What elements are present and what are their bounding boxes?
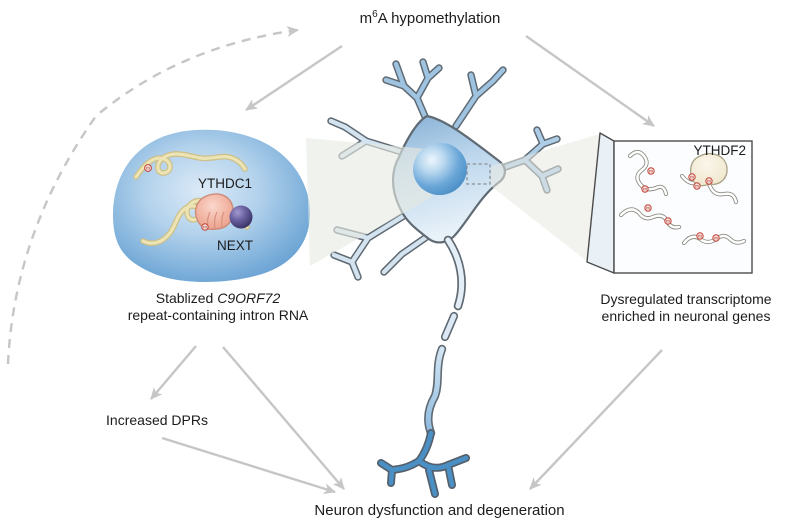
next-label: NEXT <box>217 238 254 253</box>
stabilized-intron-caption: Stablized C9ORF72 repeat-containing intr… <box>83 290 353 323</box>
nucleus-zoom-blob: m m <box>112 129 311 282</box>
arrow-m6a-to-nucleus <box>245 45 343 111</box>
svg-text:m: m <box>649 169 653 174</box>
zoom-beam-right <box>491 134 600 262</box>
svg-text:m: m <box>643 187 647 192</box>
zoom-region-square <box>466 163 491 185</box>
m6a-rest: A hypomethylation <box>377 10 501 27</box>
svg-text:m: m <box>707 179 711 184</box>
gene-name: C9ORF72 <box>217 290 281 306</box>
m6a-hypomethylation-label: m6A hypomethylation <box>330 9 530 27</box>
arrow-dprs-to-dysfunction <box>161 436 336 494</box>
mrna-strands <box>618 149 747 246</box>
arrow-m6a-to-cytoplasm <box>525 35 655 127</box>
svg-text:m: m <box>695 184 699 189</box>
stabilized-caption-line2: repeat-containing intron RNA <box>127 306 309 323</box>
m6a-superscript: 6 <box>372 9 378 20</box>
dysregulated-transcriptome-caption: Dysregulated transcriptome enriched in n… <box>566 291 800 324</box>
svg-text:m: m <box>203 225 207 230</box>
intron-rna-strand-1 <box>133 151 248 180</box>
svg-text:m: m <box>666 219 670 224</box>
m6a-mark: m <box>201 223 209 231</box>
stabilized-caption-line1: Stablized C9ORF72 <box>155 290 281 306</box>
svg-text:m: m <box>690 175 694 180</box>
dysregulated-caption-line2: enriched in neuronal genes <box>601 307 771 324</box>
dysregulated-caption-line1: Dysregulated transcriptome <box>600 291 772 307</box>
next-complex-sphere <box>229 205 253 229</box>
cytoplasm-zoom-box: m m m m m m m m m <box>586 132 753 274</box>
arrow-intron-to-dprs <box>150 345 197 400</box>
ythdf2-label: YTHDF2 <box>693 143 746 158</box>
svg-text:m: m <box>146 166 150 171</box>
zoom-beam-left <box>306 138 432 266</box>
axon-terminal <box>377 429 470 498</box>
ythdf2-protein <box>689 153 728 187</box>
axon <box>424 235 466 438</box>
ythdc1-protein <box>194 193 234 231</box>
arrow-transcriptome-to-dysfunction <box>529 349 663 490</box>
neuron-nucleus <box>413 142 467 196</box>
svg-text:m: m <box>646 206 650 211</box>
arrow-intron-to-dysfunction <box>222 346 345 490</box>
svg-text:m: m <box>714 236 718 241</box>
neuron-dysfunction-label: Neuron dysfunction and degeneration <box>314 502 565 519</box>
m6a-mark: m <box>144 164 152 172</box>
m6a-marks-box: m m m m m m m m m <box>641 167 720 242</box>
increased-dprs-label: Increased DPRs <box>106 412 208 428</box>
neuron <box>327 58 562 498</box>
m6a-base: m <box>359 10 373 27</box>
box-front-face <box>613 140 753 274</box>
svg-text:m: m <box>698 234 702 239</box>
ythdc1-label: YTHDC1 <box>198 176 253 191</box>
arrows <box>6 26 663 494</box>
